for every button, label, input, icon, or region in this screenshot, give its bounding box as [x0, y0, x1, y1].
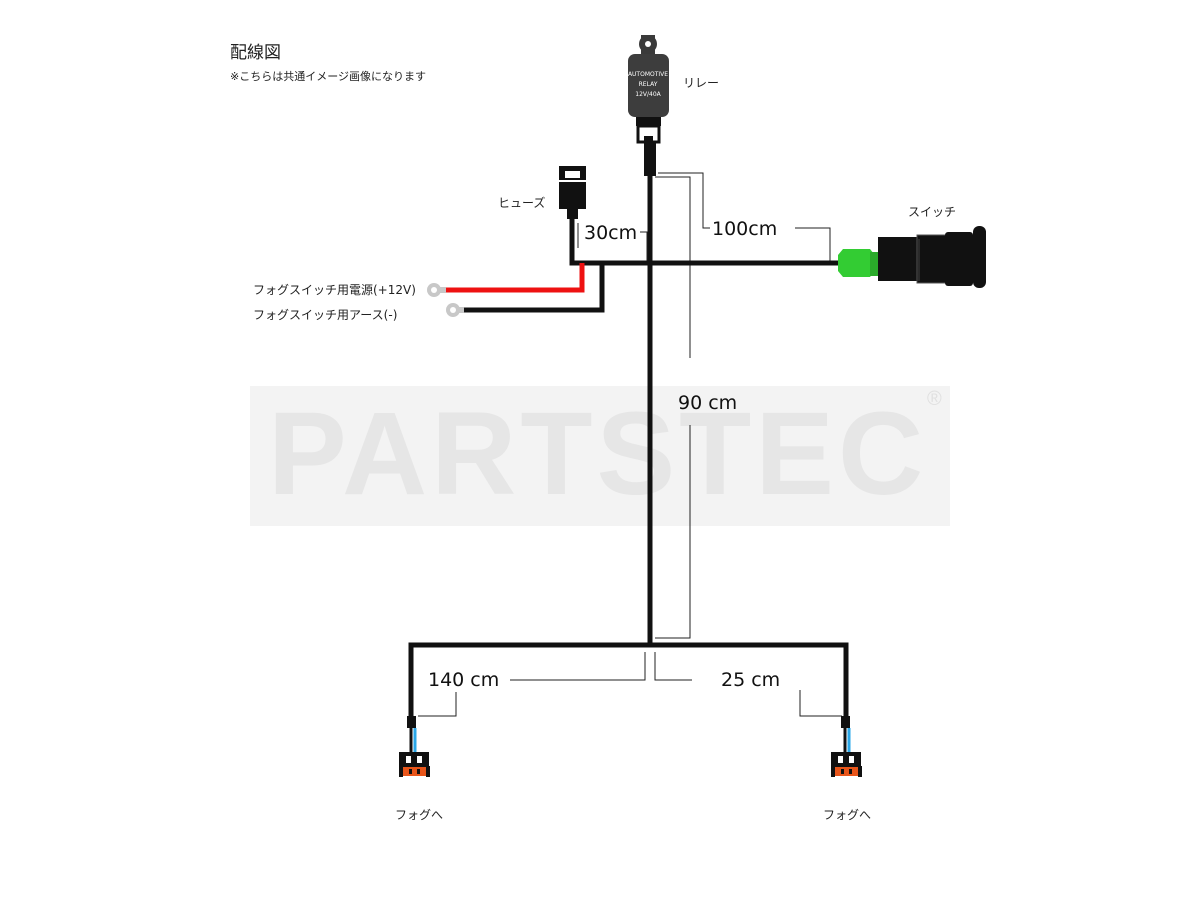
switch-wire-length: 100cm	[710, 218, 780, 240]
left-fog-connector-icon	[399, 716, 430, 777]
switch-label: スイッチ	[908, 205, 957, 219]
relay-text-3: 12V/40A	[635, 91, 661, 98]
dimension-lines	[418, 172, 842, 717]
power-terminal-icon	[427, 283, 446, 297]
relay-icon: AUTOMOTIVE RELAY 12V/40A	[628, 35, 669, 176]
ground-label: フォグスイッチ用アース(-)	[253, 308, 398, 322]
main-trunk-length: 90 cm	[678, 392, 738, 414]
black-wires	[408, 169, 849, 721]
fog-left-label: フォグへ	[395, 808, 444, 822]
image-note: ※こちらは共通イメージ画像になります	[230, 70, 426, 83]
right-branch-length: 25 cm	[719, 669, 783, 691]
switch-icon	[838, 226, 986, 288]
left-branch-length: 140 cm	[426, 669, 502, 691]
page-title: 配線図	[230, 43, 281, 63]
relay-label: リレー	[683, 76, 720, 90]
fuse-icon	[559, 166, 586, 219]
right-fog-connector-icon	[831, 716, 862, 777]
fuse-label: ヒューズ	[498, 196, 546, 210]
fuse-wire-length: 30cm	[582, 222, 640, 244]
relay-text-2: RELAY	[639, 81, 658, 88]
power-label: フォグスイッチ用電源(+12V)	[253, 283, 416, 297]
watermark: PARTSTEC ®	[250, 386, 950, 526]
red-power-wire	[445, 263, 585, 293]
watermark-logo: PARTSTEC	[268, 388, 928, 520]
registered-mark: ®	[927, 388, 942, 410]
relay-text-1: AUTOMOTIVE	[628, 71, 668, 78]
ground-terminal-icon	[446, 303, 464, 317]
fog-right-label: フォグへ	[823, 808, 872, 822]
